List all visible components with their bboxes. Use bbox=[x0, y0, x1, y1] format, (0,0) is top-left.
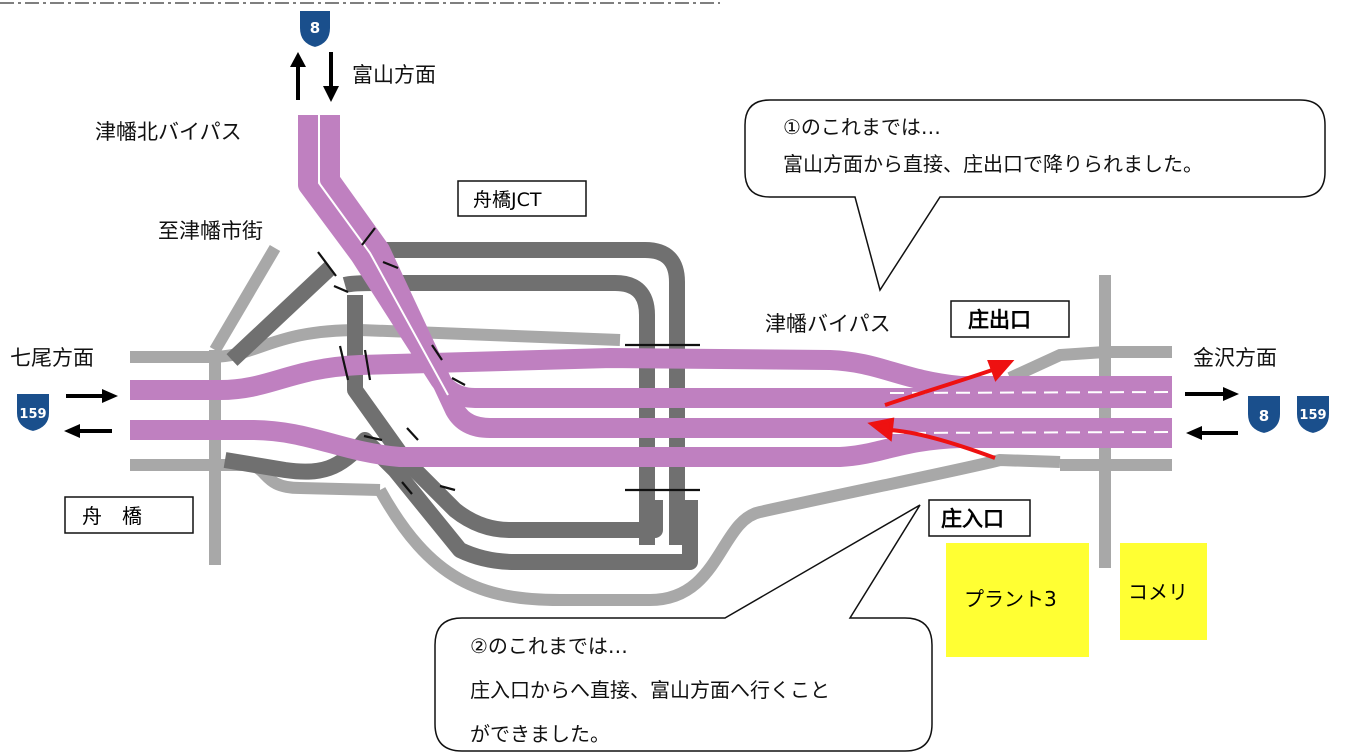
funabashi-jct-box bbox=[457, 180, 587, 217]
bridge-marks bbox=[317, 227, 700, 495]
direction-arrows bbox=[64, 52, 1239, 440]
jct-ramps bbox=[223, 242, 698, 570]
shield-number: 8 bbox=[1259, 407, 1269, 425]
callout-2-line1: ②のこれまでは… bbox=[470, 634, 628, 658]
bypass-lane-nanao-east bbox=[130, 348, 1172, 400]
arrow-up-head bbox=[290, 52, 306, 67]
store-komeri bbox=[1120, 543, 1207, 640]
shield-shape bbox=[1246, 394, 1282, 436]
bridge-mark bbox=[431, 344, 443, 361]
kanazawa-direction-label: 金沢方面 bbox=[1193, 346, 1277, 370]
tsubata-north-bypass-label: 津幡北バイパス bbox=[95, 120, 242, 144]
local-road-sho-exit-branch bbox=[1007, 346, 1106, 384]
local-road-to-tsubata-city bbox=[209, 244, 281, 354]
bridge-mark bbox=[439, 484, 456, 492]
jct-ramp-inner bbox=[342, 275, 655, 545]
callout-2-line3: ができました。 bbox=[470, 722, 610, 746]
store-plant3-label: プラント3 bbox=[964, 587, 1057, 611]
divider-north-bypass bbox=[318, 115, 449, 396]
toyama-direction-label: 富山方面 bbox=[352, 63, 436, 87]
divider-east-upper bbox=[889, 391, 1173, 394]
bridge-mark bbox=[361, 227, 376, 246]
bridge-mark bbox=[338, 345, 350, 381]
bridge-mark bbox=[363, 434, 383, 442]
arrow-east-east-head bbox=[1223, 387, 1239, 401]
route-shield-8-north: 8 bbox=[298, 9, 332, 50]
red-arrows bbox=[867, 360, 1015, 460]
divider-east-lower bbox=[889, 431, 1173, 434]
bridge-mark bbox=[333, 284, 349, 294]
jct-ramp-outer bbox=[360, 242, 685, 545]
shield-number: 159 bbox=[19, 407, 46, 422]
nanao-direction-label: 七尾方面 bbox=[10, 346, 94, 370]
route-shield-159-west: 159 bbox=[15, 392, 51, 434]
store-plant3 bbox=[946, 543, 1089, 657]
callout-1-line2: 富山方面から直接、庄出口で降りられました。 bbox=[783, 152, 1203, 176]
bridge-mark bbox=[363, 349, 372, 381]
funabashi-box bbox=[64, 496, 194, 534]
bridge-mark bbox=[451, 377, 466, 386]
sho-entrance-box bbox=[928, 499, 1031, 537]
bridge-mark bbox=[401, 481, 413, 495]
bridge-mark bbox=[406, 427, 419, 441]
local-road-south-loop bbox=[374, 453, 1061, 606]
shield-shape bbox=[15, 392, 51, 434]
red-arrow-entrance bbox=[889, 428, 996, 460]
to-tsubata-city-label: 至津幡市街 bbox=[158, 219, 263, 243]
shield-shape bbox=[1295, 394, 1331, 436]
callout-2-bubble bbox=[434, 504, 933, 752]
shield-number: 8 bbox=[310, 19, 320, 37]
callout-2: ②のこれまでは… 庄入口からへ直接、富山方面へ行くこと ができました。 bbox=[434, 504, 933, 752]
store-komeri-label: コメリ bbox=[1128, 580, 1188, 604]
callout-1: ①のこれまでは… 富山方面から直接、庄出口で降りられました。 bbox=[744, 99, 1326, 292]
sho-exit-box bbox=[950, 300, 1070, 338]
tsubata-bypass-label: 津幡バイパス bbox=[765, 312, 891, 336]
arrow-down-head bbox=[323, 86, 339, 102]
local-road-nanao-north bbox=[130, 323, 621, 363]
callout-2-line2: 庄入口からへ直接、富山方面へ行くこと bbox=[470, 678, 830, 702]
lane-dividers bbox=[318, 115, 1173, 434]
red-arrow-exit bbox=[884, 366, 999, 407]
arrow-west-east-head bbox=[1186, 426, 1202, 440]
red-arrow-exit-head bbox=[987, 360, 1015, 382]
sho-exit-label: 庄出口 bbox=[968, 308, 1031, 332]
jct-ramp-west-loop bbox=[347, 295, 663, 538]
callout-1-bubble bbox=[744, 99, 1326, 292]
arrow-east-west-head bbox=[102, 389, 118, 403]
arrow-west-west-head bbox=[64, 424, 80, 438]
sho-entrance-label: 庄入口 bbox=[941, 507, 1004, 531]
shield-shape bbox=[298, 9, 332, 50]
route-shield-8-east: 8 bbox=[1246, 394, 1282, 436]
red-arrow-entrance-head bbox=[867, 417, 895, 442]
callout-1-line1: ①のこれまでは… bbox=[783, 115, 941, 139]
shield-number: 159 bbox=[1299, 408, 1326, 423]
jct-ramp-to-city bbox=[226, 262, 336, 366]
funabashi-label: 舟 橋 bbox=[82, 504, 142, 528]
bypass-lane-southbound bbox=[320, 115, 1172, 438]
bridge-mark bbox=[382, 260, 399, 270]
funabashi-jct-label: 舟橋JCT bbox=[473, 189, 542, 211]
bypass-lane-nanao-west bbox=[130, 420, 1172, 467]
bypass-lanes bbox=[130, 115, 1172, 467]
route-shield-159-east: 159 bbox=[1295, 394, 1331, 436]
bridge-mark bbox=[317, 251, 337, 277]
